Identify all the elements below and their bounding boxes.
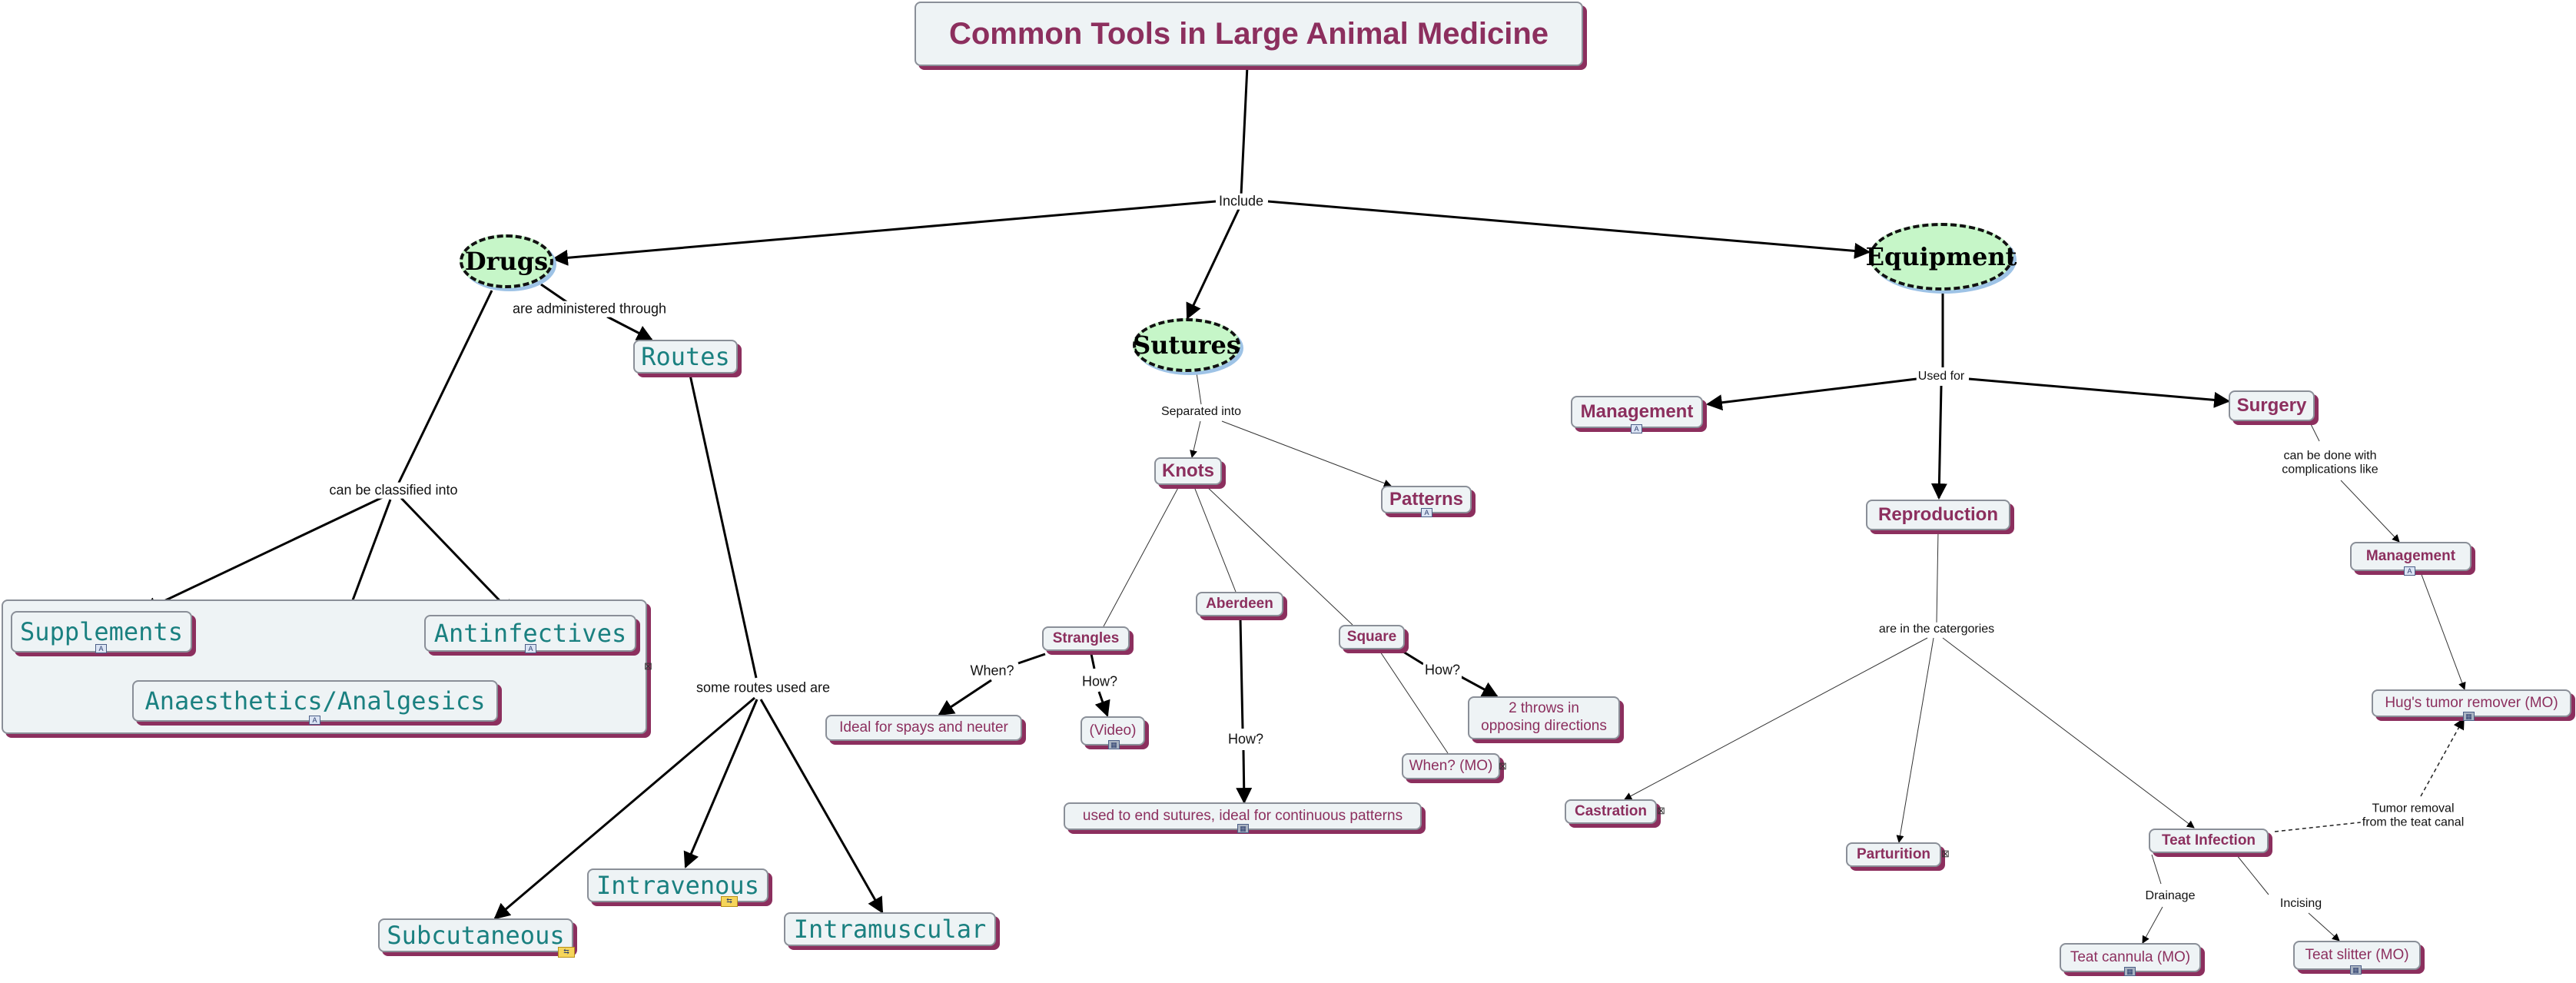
link-how-square: How? (1422, 662, 1462, 679)
link-administered: are administered through (510, 301, 669, 317)
edge-someroutes-intramuscular (759, 699, 884, 914)
castration-node[interactable]: Castration (1565, 799, 1657, 824)
edge-someroutes-subcutaneous (493, 696, 755, 920)
teat-slitter-node[interactable]: Teat slitter (MO) (2293, 941, 2421, 970)
resource-icon[interactable]: ▦ (1237, 824, 1249, 833)
resource-icon[interactable]: A (95, 644, 107, 653)
edge-drugs-classified (397, 290, 493, 485)
edge-classified-supplements (141, 495, 385, 613)
resource-icon[interactable]: ▦ (1108, 740, 1120, 749)
link-complications: can be done with complications like (2280, 449, 2380, 478)
link-include: Include (1217, 193, 1266, 210)
when-mo-node[interactable]: When? (MO) (1402, 753, 1500, 779)
link-some-routes: some routes used are (694, 679, 832, 696)
collapse-icon[interactable]: ⊠ (644, 660, 652, 672)
surgery-node[interactable]: Surgery (2229, 390, 2315, 421)
routes-node[interactable]: Routes (633, 340, 738, 374)
link-how-strangles: How? (1080, 673, 1120, 690)
link-how-aberdeen: How? (1226, 731, 1266, 748)
edge-include-sutures (1186, 208, 1240, 320)
knots-node[interactable]: Knots (1154, 457, 1222, 485)
edge-administered-routes (606, 315, 653, 341)
anaesthetics-node[interactable]: Anaesthetics/Analgesics (132, 680, 498, 722)
link-used-for: Used for (1916, 369, 1967, 384)
resource-icon[interactable]: A (2404, 566, 2415, 576)
two-throws-text: 2 throws in opposing directions (1481, 700, 1607, 734)
edge-include-drugs (551, 200, 1217, 266)
aberdeen-node[interactable]: Aberdeen (1196, 592, 1283, 616)
collapse-icon[interactable]: ⊠ (1499, 760, 1507, 772)
teat-cannula-node[interactable]: Teat cannula (MO) (2060, 943, 2201, 972)
link-separated: Separated into (1159, 404, 1243, 420)
edge-title-include (1240, 65, 1249, 196)
link-when: When? (968, 663, 1016, 679)
sutures-node[interactable]: Sutures (1133, 318, 1240, 372)
two-throws-node[interactable]: 2 throws in opposing directions (1468, 696, 1620, 739)
link-drainage: Drainage (2143, 888, 2197, 904)
link-tumor-removal: Tumor removal from the teat canal (2360, 802, 2466, 831)
strangles-node[interactable]: Strangles (1042, 626, 1130, 651)
drugs-node[interactable]: Drugs (460, 234, 553, 288)
link-incising: Incising (2278, 896, 2324, 912)
edge-routes-someroutes (689, 374, 758, 679)
edge-someroutes-intravenous (683, 699, 759, 868)
collapse-icon[interactable]: ⊠ (1941, 848, 1950, 859)
resource-icon[interactable]: A (525, 644, 536, 653)
link-icon[interactable]: ⇆ (721, 896, 738, 907)
management-left-node[interactable]: Management (1571, 396, 1703, 428)
end-sutures-node[interactable]: used to end sutures, ideal for continuou… (1064, 802, 1422, 830)
link-icon[interactable]: ⇆ (558, 947, 575, 958)
resource-icon[interactable]: ▦ (2350, 965, 2362, 975)
reproduction-node[interactable]: Reproduction (1866, 500, 2010, 530)
equipment-node[interactable]: Equipment (1866, 223, 2017, 291)
link-classified: can be classified into (327, 482, 460, 499)
link-catergories: are in the catergories (1877, 622, 1997, 637)
spays-node[interactable]: Ideal for spays and neuter (825, 715, 1022, 741)
collapse-icon[interactable]: ⊠ (1657, 805, 1665, 816)
resource-icon[interactable]: A (1421, 508, 1432, 517)
resource-icon[interactable]: A (1631, 424, 1642, 433)
resource-icon[interactable]: ▦ (2463, 712, 2475, 721)
edge-classified-antiinfectives (400, 496, 515, 616)
parturition-node[interactable]: Parturition (1846, 842, 1941, 867)
intravenous-node[interactable]: Intravenous (587, 868, 768, 902)
resource-icon[interactable]: ▦ (2124, 967, 2136, 976)
resource-icon[interactable]: A (309, 716, 320, 725)
intramuscular-node[interactable]: Intramuscular (784, 912, 996, 946)
map-title[interactable]: Common Tools in Large Animal Medicine (915, 2, 1583, 66)
square-node[interactable]: Square (1339, 625, 1405, 649)
edge-include-equipment (1267, 200, 1871, 259)
subcutaneous-node[interactable]: Subcutaneous (378, 918, 573, 952)
teat-infection-node[interactable]: Teat Infection (2149, 829, 2269, 853)
